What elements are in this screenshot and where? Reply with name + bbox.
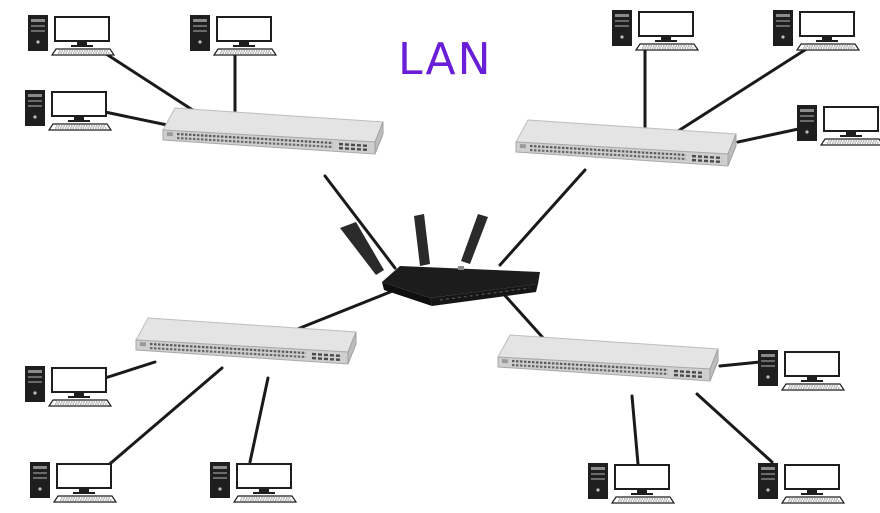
desktop-computer-icon xyxy=(24,89,112,131)
cable xyxy=(288,288,397,334)
desktop-computer-icon xyxy=(24,365,112,407)
switch-bottom-right xyxy=(496,333,720,383)
cable xyxy=(323,174,397,270)
desktop-computer-icon xyxy=(27,14,115,56)
desktop-computer-icon xyxy=(29,461,117,503)
network-switch-icon xyxy=(134,316,358,366)
cable xyxy=(103,360,157,380)
cables xyxy=(98,43,810,470)
desktop-computer-icon xyxy=(757,349,845,391)
cable xyxy=(98,48,207,120)
cable xyxy=(695,392,774,464)
network-switch-icon xyxy=(514,118,738,168)
cable xyxy=(673,46,810,135)
desktop-computer-icon xyxy=(209,461,297,503)
switch-top-right xyxy=(514,118,738,168)
diagram-title: LAN xyxy=(398,34,493,85)
wifi-router-icon xyxy=(340,214,540,306)
network-switch-icon xyxy=(496,333,720,383)
desktop-computer-icon xyxy=(772,9,860,51)
cable xyxy=(498,288,547,342)
cable xyxy=(248,376,270,464)
cable xyxy=(498,168,587,267)
cable xyxy=(718,360,762,368)
cable xyxy=(103,366,224,470)
network-switch-icon xyxy=(161,106,385,156)
switch-bottom-left xyxy=(134,316,358,366)
desktop-computer-icon xyxy=(611,9,699,51)
cable xyxy=(736,126,805,144)
desktop-computer-icon xyxy=(587,462,675,504)
desktop-computer-icon xyxy=(189,14,277,56)
cable xyxy=(630,394,640,466)
switch-top-left xyxy=(161,106,385,156)
cable xyxy=(103,110,174,128)
desktop-computer-icon xyxy=(757,462,845,504)
desktop-computer-icon xyxy=(796,104,880,146)
